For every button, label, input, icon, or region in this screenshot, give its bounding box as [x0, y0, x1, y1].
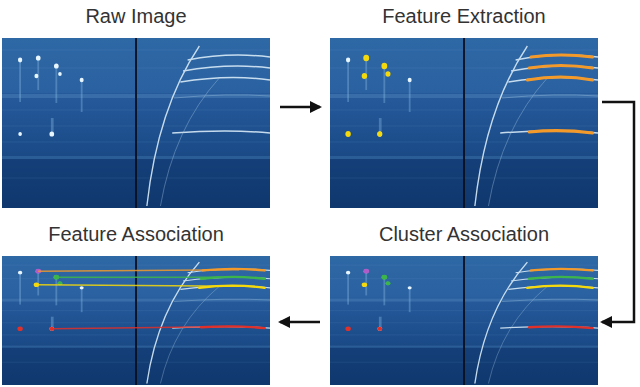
image-panel: Raw Image [2, 0, 270, 208]
panel-title-text: Cluster Association [376, 223, 552, 245]
flow-arrow [280, 106, 320, 109]
panel-title: Raw Image [2, 0, 270, 28]
panel-title: Cluster Association [330, 218, 598, 246]
panel-title: Feature Association [2, 218, 270, 246]
panel-title-text: Raw Image [82, 5, 189, 27]
image-panel: Feature Association [2, 218, 270, 385]
image-panel: Feature Extraction [330, 0, 598, 208]
flow-arrow [602, 102, 634, 322]
panel-title: Feature Extraction [330, 0, 598, 28]
panel-title-text: Feature Extraction [379, 5, 548, 27]
image-panel: Cluster Association [330, 218, 598, 385]
flow-arrow [280, 321, 320, 324]
panel-title-text: Feature Association [45, 223, 227, 245]
